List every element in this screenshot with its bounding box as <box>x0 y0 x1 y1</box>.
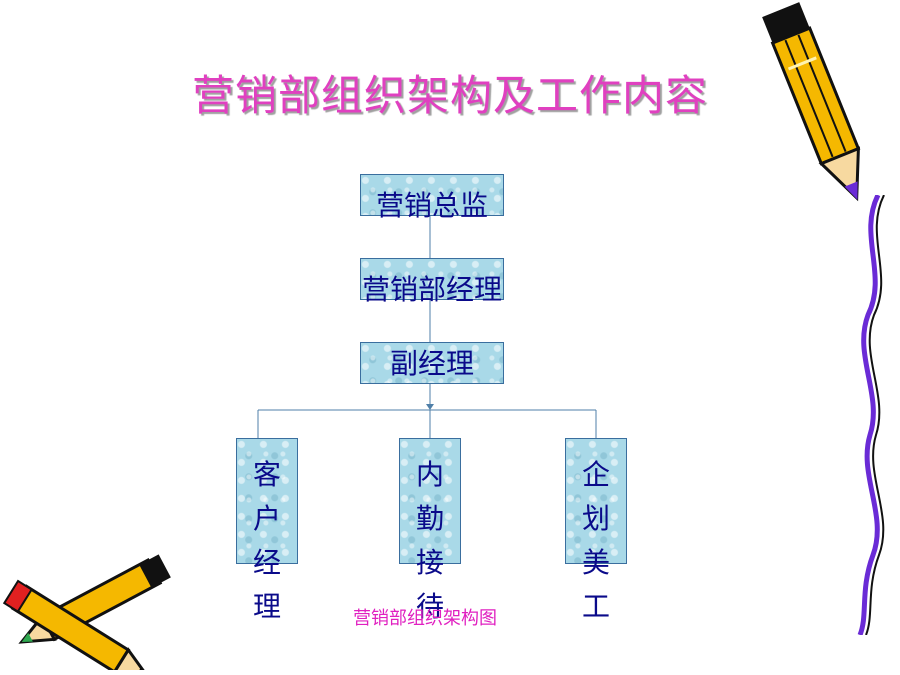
node-office-reception-label: 内勤接待 <box>416 458 445 623</box>
node-office-reception: 内勤接待 <box>399 438 461 623</box>
crossed-pencils-icon <box>2 554 171 670</box>
node-account-manager-label: 客户经理 <box>253 458 282 623</box>
node-sales-manager-label: 营销部经理 <box>361 273 502 306</box>
connector-arrowhead <box>426 404 434 410</box>
node-sales-director-label: 营销总监 <box>375 189 488 222</box>
node-sales-manager: 营销部经理 <box>360 258 504 306</box>
chart-caption: 营销部组织架构图 <box>353 608 497 629</box>
node-planning-design: 企划美工 <box>565 438 627 623</box>
node-account-manager: 客户经理 <box>236 438 298 623</box>
node-deputy-manager: 副经理 <box>360 342 504 384</box>
node-deputy-manager-label: 副经理 <box>389 347 474 380</box>
pencil-icon <box>762 2 861 202</box>
node-sales-director: 营销总监 <box>360 174 504 222</box>
node-planning-design-label: 企划美工 <box>582 458 611 623</box>
wavy-border <box>857 195 885 635</box>
slide-title: 营销部组织架构及工作内容 <box>191 71 708 120</box>
